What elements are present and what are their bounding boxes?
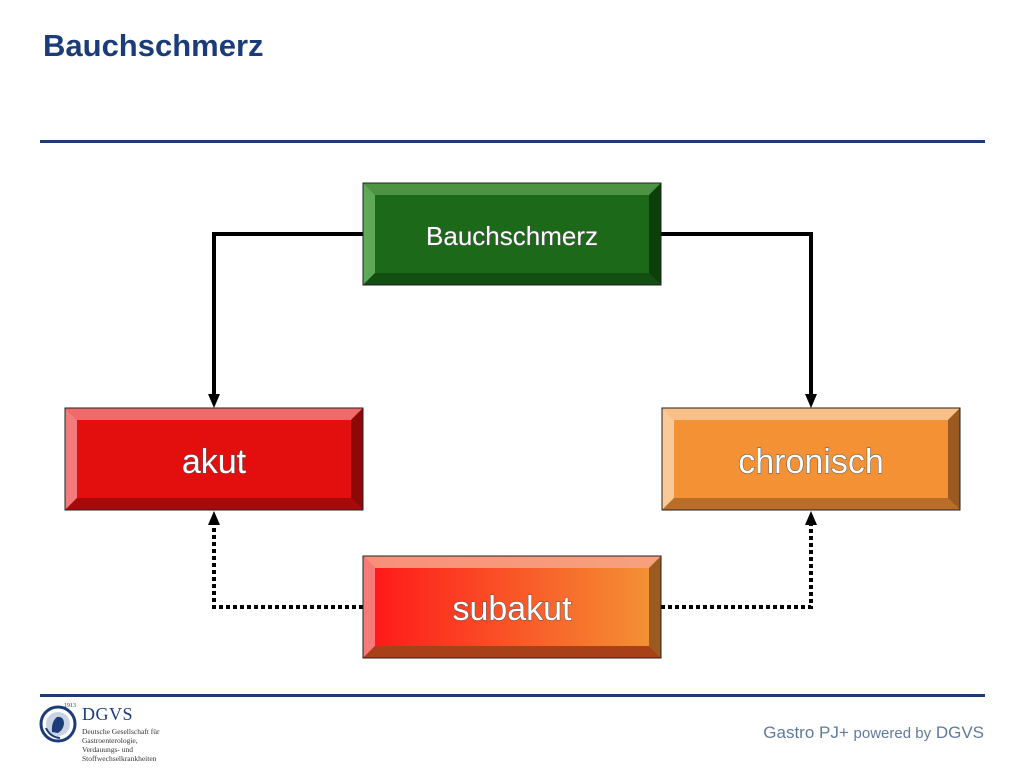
node-subacute-label: subakut (452, 590, 572, 628)
credit-prefix: Gastro PJ+ (763, 723, 849, 742)
node-subacute: subakut (362, 555, 662, 659)
logo-name-line: Gastroenterologie, (82, 736, 138, 745)
node-chronic-label: chronisch (738, 443, 884, 481)
node-root-label: Bauchschmerz (426, 221, 598, 251)
logo-year: 1913 (64, 703, 76, 709)
logo-name-line: Verdauungs- und (82, 745, 134, 754)
edge-root-to-chronic (661, 232, 817, 408)
logo-name-line: Deutsche Gesellschaft für (82, 727, 160, 736)
logo-name-line: Stoffwechselkrankheiten (82, 754, 157, 763)
dgvs-logo: 1913 DGVS Deutsche Gesellschaft für Gast… (38, 702, 188, 766)
node-acute: akut (64, 407, 364, 511)
logo-abbreviation: DGVS (82, 704, 134, 724)
credit-suffix: DGVS (935, 723, 984, 742)
edge-subacute-to-acute (208, 511, 363, 609)
node-root: Bauchschmerz (362, 182, 662, 286)
node-chronic: chronisch (661, 407, 961, 511)
edge-subacute-to-chronic (661, 511, 817, 609)
credit-middle: powered by (853, 725, 932, 742)
edge-root-to-acute (208, 232, 363, 408)
footer-credit: Gastro PJ+ powered by DGVS (763, 723, 984, 743)
dgvs-emblem-icon (39, 705, 77, 743)
footer-divider (40, 694, 985, 697)
node-acute-label: akut (182, 443, 247, 481)
title-divider (40, 140, 985, 143)
page-title: Bauchschmerz (43, 28, 264, 63)
